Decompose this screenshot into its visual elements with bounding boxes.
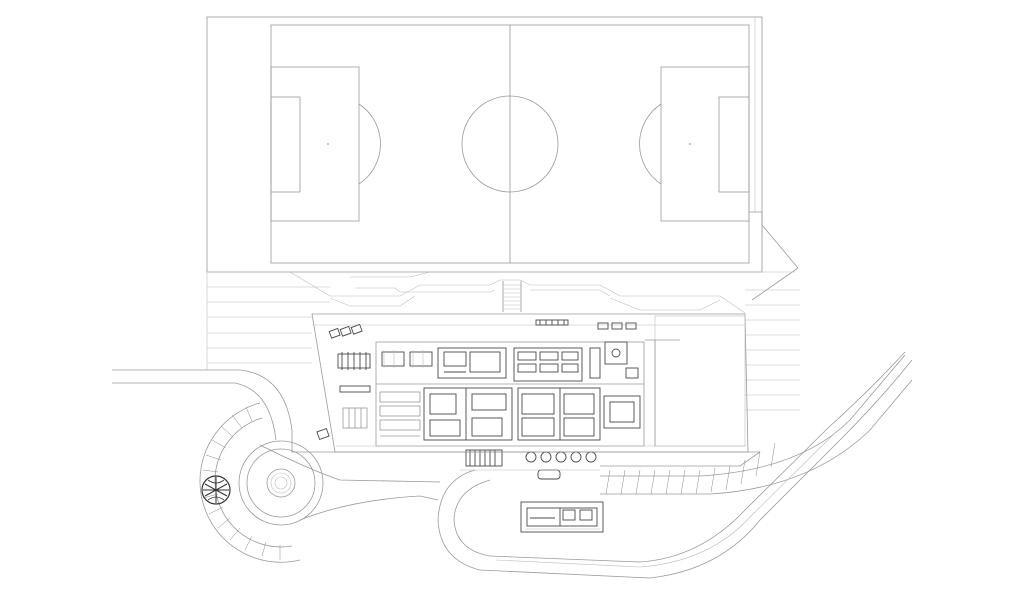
bedroom-block-left [379,387,513,441]
lounge-chairs [328,323,363,339]
sitting-room [589,322,639,379]
left-goal-box [270,96,301,193]
kitchen-block [513,347,583,382]
access-road [112,351,913,579]
rotunda-hatching [202,406,281,560]
right-goal-box [718,96,750,193]
car [537,469,561,480]
pitch-side-wedge [749,211,799,301]
pitch-surround [206,16,763,273]
ramp-hatching [605,442,776,495]
football-pitch [206,16,799,301]
bedroom-block-right [517,387,641,441]
paved-court [654,315,746,447]
left-penalty-arc [358,103,381,185]
left-penalty-spot [327,143,329,145]
centre-circle [461,95,559,193]
entrance-steps [465,449,503,467]
pavilion [520,501,604,533]
terrace-steps [206,271,800,411]
main-building [311,313,749,480]
right-penalty-box [660,66,750,222]
left-penalty-box [270,66,360,222]
right-penalty-spot [689,143,691,145]
building-outline [311,313,749,453]
tree [201,475,231,505]
lounge-area [437,347,507,379]
central-stair [502,281,522,312]
planters [525,451,597,463]
counter [339,385,371,393]
dining-area [381,350,433,368]
right-penalty-arc [639,103,662,185]
